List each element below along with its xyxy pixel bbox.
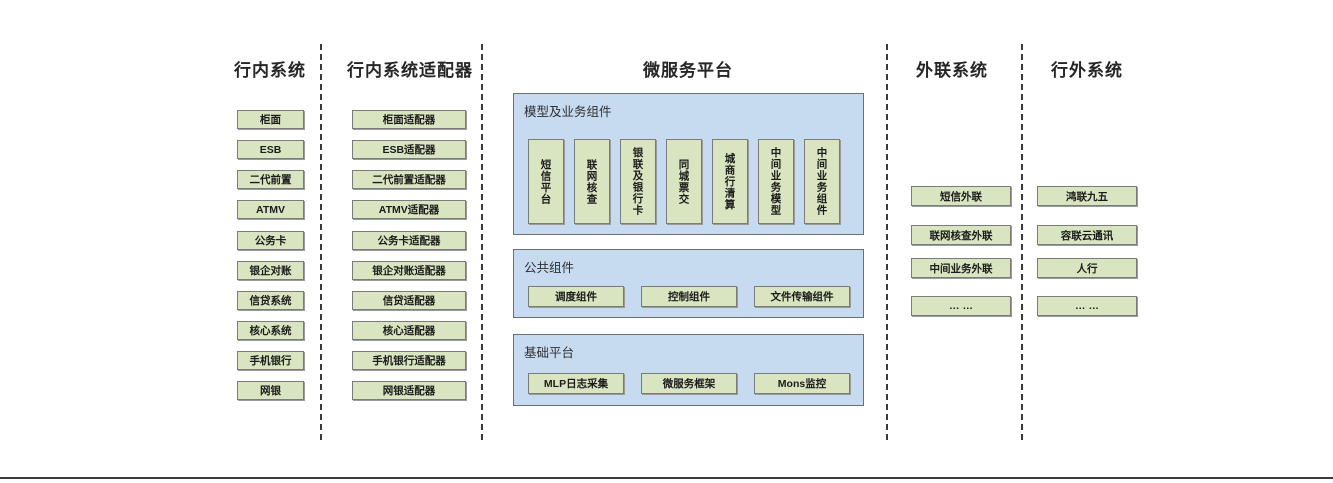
list-item[interactable]: ATMV适配器 <box>352 200 466 219</box>
list-item[interactable]: 公务卡适配器 <box>352 231 466 250</box>
bottom-divider <box>0 477 1333 479</box>
column-title-outside-systems: 行外系统 <box>1051 61 1123 80</box>
list-item[interactable]: 短信平台 <box>528 139 564 224</box>
list-item[interactable]: 容联云通讯 <box>1037 225 1137 245</box>
list-item[interactable]: 银联及银行卡 <box>620 139 656 224</box>
list-item[interactable]: 同城票交 <box>666 139 702 224</box>
column-title-external-link-systems: 外联系统 <box>916 61 988 80</box>
list-item[interactable]: 核心适配器 <box>352 321 466 340</box>
list-item[interactable]: 中间业务模型 <box>758 139 794 224</box>
list-item[interactable]: 文件传输组件 <box>754 286 850 307</box>
list-item[interactable]: 联网核查外联 <box>911 225 1011 245</box>
list-item[interactable]: 调度组件 <box>528 286 624 307</box>
panel-public-components: 公共组件 <box>513 249 864 318</box>
list-item[interactable]: 银企对账 <box>237 261 304 280</box>
divider-2 <box>481 44 483 440</box>
list-item[interactable]: 公务卡 <box>237 231 304 250</box>
list-item[interactable]: 柜面适配器 <box>352 110 466 129</box>
list-item[interactable]: 核心系统 <box>237 321 304 340</box>
list-item[interactable]: 银企对账适配器 <box>352 261 466 280</box>
panel-title: 公共组件 <box>524 261 575 275</box>
list-item[interactable]: ESB适配器 <box>352 140 466 159</box>
list-item[interactable]: 二代前置适配器 <box>352 170 466 189</box>
list-item[interactable]: 手机银行 <box>237 351 304 370</box>
list-item[interactable]: 网银 <box>237 381 304 400</box>
list-item[interactable]: Mons监控 <box>754 373 850 394</box>
list-item[interactable]: 信贷系统 <box>237 291 304 310</box>
list-item[interactable]: 人行 <box>1037 258 1137 278</box>
list-item[interactable]: 微服务框架 <box>641 373 737 394</box>
list-item[interactable]: 控制组件 <box>641 286 737 307</box>
list-item[interactable]: 中间业务组件 <box>804 139 840 224</box>
column-title-internal-systems: 行内系统 <box>234 61 306 80</box>
list-item[interactable]: 二代前置 <box>237 170 304 189</box>
list-item[interactable]: 手机银行适配器 <box>352 351 466 370</box>
list-item[interactable]: 短信外联 <box>911 186 1011 206</box>
list-item[interactable]: ESB <box>237 140 304 159</box>
list-item[interactable]: 中间业务外联 <box>911 258 1011 278</box>
column-title-microservice-platform: 微服务平台 <box>643 61 733 80</box>
list-item[interactable]: 柜面 <box>237 110 304 129</box>
list-item[interactable]: 鸿联九五 <box>1037 186 1137 206</box>
list-item[interactable]: 网银适配器 <box>352 381 466 400</box>
list-item[interactable]: ATMV <box>237 200 304 219</box>
list-item[interactable]: … … <box>1037 296 1137 316</box>
column-title-internal-adapters: 行内系统适配器 <box>347 61 473 80</box>
panel-base-platform: 基础平台 <box>513 334 864 406</box>
divider-4 <box>1021 44 1023 440</box>
panel-title: 模型及业务组件 <box>524 105 612 119</box>
list-item[interactable]: 信贷适配器 <box>352 291 466 310</box>
list-item[interactable]: 城商行清算 <box>712 139 748 224</box>
list-item[interactable]: … … <box>911 296 1011 316</box>
list-item[interactable]: 联网核查 <box>574 139 610 224</box>
divider-1 <box>320 44 322 440</box>
list-item[interactable]: MLP日志采集 <box>528 373 624 394</box>
divider-3 <box>886 44 888 440</box>
panel-title: 基础平台 <box>524 346 575 360</box>
